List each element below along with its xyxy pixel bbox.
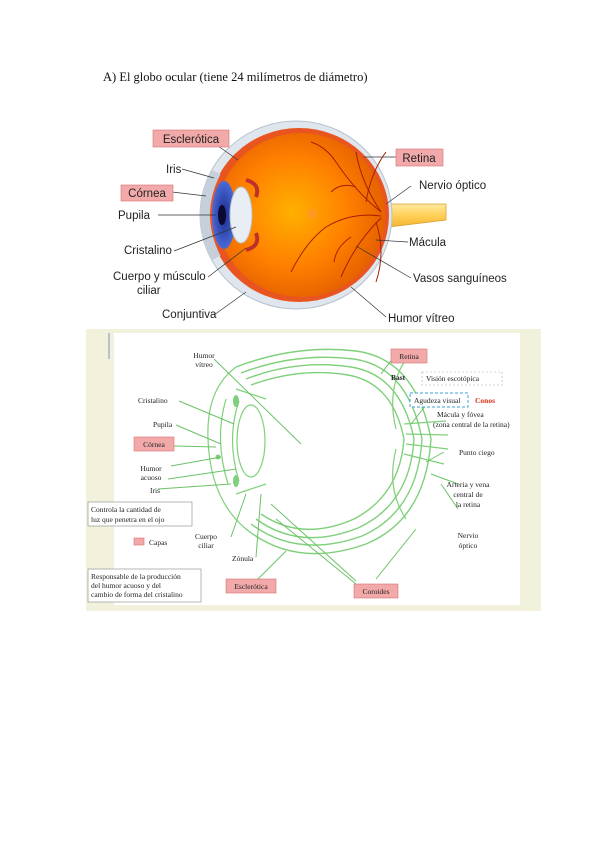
cornea-box-2 [133,436,175,452]
label-zonula: Zónula [232,554,254,563]
macula-spot [307,209,317,219]
label-retina: Retina [402,153,436,165]
eye-schematic-illustration: Humor vítreo Cristalino Pupila Córnea Hu… [86,329,541,611]
resp-line3: cambio de forma del cristalino [91,590,183,599]
label-humor: Humor vítreo [388,313,454,325]
retina-box-2 [390,348,428,364]
label-agudeza: Agudeza visual [414,396,460,405]
eye-anatomy-figure: Esclerótica Iris Córnea Pupila Cristalin… [86,112,513,326]
responsable-note-box [87,568,202,603]
label-macula: Mácula [409,237,447,249]
label-arteria-2: central de [453,490,483,499]
iris-note-line1: Controla la cantidad de [91,505,161,514]
label-conos: Conos [475,396,495,405]
label-humor-vitreo-2: vítreo [195,360,213,369]
vision-box [421,371,503,386]
cornea-label-box [120,184,174,202]
eye-anatomy-illustration: Esclerótica Iris Córnea Pupila Cristalin… [113,120,507,325]
label-cuerpo-line1: Cuerpo y músculo [113,271,206,283]
label-iris-2: Iris [150,486,160,495]
esclerotica-box-2 [225,578,277,594]
label-pupila: Pupila [118,210,151,222]
label-cristalino: Cristalino [138,396,168,405]
resp-line1: Responsable de la producción [91,572,181,581]
label-humor-acuoso-2: acuoso [141,473,162,482]
label-cuerpo-2: ciliar [198,541,214,550]
label-vasos: Vasos sanguíneos [413,273,507,285]
label-cornea: Córnea [128,188,166,200]
label-macula-2: (zona central de la retina) [433,420,510,429]
resp-line2: del humor acuoso y del [91,581,161,590]
label-cristalino: Cristalino [124,245,172,257]
label-punto-ciego: Punto ciego [459,448,495,457]
label-esclerotica-2: Esclerótica [234,582,268,591]
coroides-box [353,583,399,599]
capas-legend-swatch [133,537,145,546]
retina-label-box [395,148,444,167]
vitreous-shape [217,133,385,297]
pupil-shape [218,205,226,225]
label-nervio: Nervio óptico [419,180,486,192]
label-retina-2: Retina [399,352,419,361]
label-cuerpo-line2: ciliar [137,285,161,297]
label-humor-acuoso-1: Humor [140,464,162,473]
iris-note-box [87,501,193,527]
label-humor-vitreo-1: Humor [193,351,215,360]
label-pupila: Pupila [153,420,173,429]
label-nervio-1: Nervio [458,531,479,540]
sclera-label-box [152,129,230,148]
label-coroides: Coroides [362,587,389,596]
blood-vessels [290,141,387,283]
label-vision: Visión escotópica [426,374,480,383]
label-arteria-1: Arteria y vena [447,480,491,489]
label-cuerpo-1: Cuerpo [195,532,217,541]
label-esclerotica: Esclerótica [163,134,220,146]
eye-schematic-figure: Humor vítreo Cristalino Pupila Córnea Hu… [86,329,541,611]
lens-shape [229,186,253,244]
label-bast: Bast [391,373,406,382]
label-arteria-3: la retina [456,500,481,509]
label-iris: Iris [166,164,182,176]
label-nervio-2: óptico [459,541,478,550]
iris-note-line2: luz que penetra en el ojo [91,515,165,524]
label-cornea-2: Córnea [143,440,165,449]
agudeza-box [409,392,469,408]
label-conjuntiva: Conjuntiva [162,309,217,321]
section-heading: A) El globo ocular (tiene 24 milímetros … [103,70,368,84]
ciliary-shape [245,178,260,198]
label-macula-1: Mácula y fóvea [437,410,484,419]
capas-legend-label: Capas [149,538,167,547]
